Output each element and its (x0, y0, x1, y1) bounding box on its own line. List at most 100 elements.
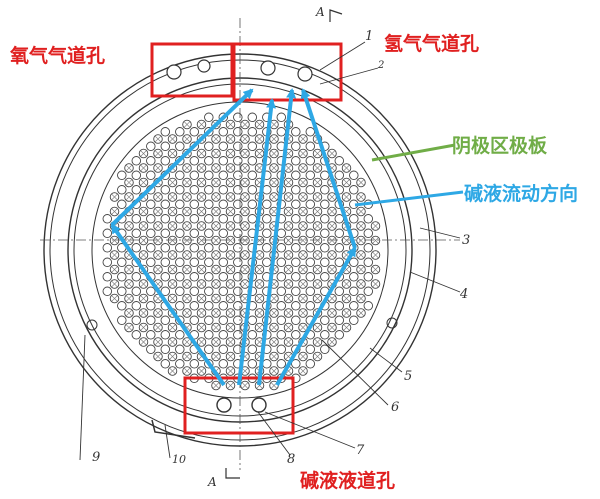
electrode-hole-cross (343, 237, 350, 244)
electrode-hole-cross (154, 164, 162, 172)
electrode-hole-cross (227, 222, 234, 230)
electrode-hole (189, 199, 200, 210)
electrode-hole-cross (285, 280, 292, 288)
electrode-hole (225, 119, 236, 130)
electrode-hole (167, 250, 178, 260)
electrode-hole-cross (314, 266, 321, 273)
electrode-hole-cross (270, 193, 278, 201)
electrode-hole (363, 286, 374, 297)
electrode-hole-cross (227, 382, 234, 389)
electrode-hole (305, 156, 316, 166)
electrode-hole (218, 286, 229, 297)
electrode-hole (320, 185, 330, 195)
electrode-hole-cross (169, 324, 176, 331)
electrode-hole (182, 279, 192, 289)
electrode-hole-cross (285, 237, 292, 244)
electrode-hole-cross (227, 309, 234, 317)
electrode-hole (305, 170, 316, 181)
electrode-hole (138, 293, 149, 304)
part-number-5: 5 (404, 369, 412, 384)
electrode-hole (349, 257, 359, 268)
electrode-hole (211, 177, 221, 188)
electrode-hole-cross (270, 338, 278, 346)
electrode-hole (189, 243, 200, 253)
electrode-hole (269, 163, 279, 173)
electrode-hole (370, 264, 381, 275)
electrode-hole (175, 170, 185, 181)
electrode-hole (196, 235, 207, 246)
electrode-hole (218, 127, 229, 137)
electrode-hole (189, 127, 200, 137)
electrode-hole (204, 156, 214, 166)
electrode-hole-cross (314, 222, 321, 230)
electrode-hole (305, 141, 316, 152)
electrode-hole (211, 337, 221, 347)
electrode-hole (189, 315, 200, 326)
alkali-hole-1 (216, 397, 232, 413)
electrode-hole (349, 214, 359, 224)
electrode-hole (204, 315, 214, 326)
electrode-hole (233, 199, 243, 210)
electrode-hole (146, 243, 156, 253)
electrode-hole (305, 185, 316, 195)
electrode-hole-cross (256, 251, 263, 259)
electrode-hole (320, 344, 330, 355)
electrode-hole-cross (270, 353, 278, 360)
electrode-hole (131, 228, 142, 239)
electrode-hole (146, 199, 156, 210)
electrode-hole (146, 257, 156, 268)
flow-pointer-line (354, 190, 464, 207)
electrode-hole (225, 322, 236, 333)
electrode-hole (196, 308, 207, 318)
electrode-hole-cross (256, 280, 263, 288)
electrode-hole (298, 163, 308, 173)
electrode-hole-cross (241, 222, 249, 230)
electrode-hole-cross (256, 309, 263, 317)
electrode-hole (117, 286, 127, 297)
electrode-hole (138, 206, 149, 217)
electrode-hole (167, 351, 178, 362)
electrode-hole (160, 127, 171, 137)
electrode-hole (196, 250, 207, 260)
electrode-hole-cross (183, 135, 191, 143)
electrode-hole-cross (314, 208, 321, 215)
electrode-hole-cross (212, 338, 220, 346)
electrode-hole (175, 272, 185, 282)
electrode-hole-cross (169, 208, 176, 215)
electrode-hole (146, 228, 156, 239)
electrode-hole (131, 170, 142, 181)
electrode-hole (218, 359, 229, 369)
electrode-hole (269, 322, 279, 333)
electrode-hole-cross (140, 338, 147, 346)
electrode-hole-cross (212, 324, 220, 331)
electrode-hole-cross (169, 280, 176, 288)
electrode-hole (298, 366, 308, 376)
electrode-hole (312, 351, 323, 362)
electrode-hole-cross (198, 179, 205, 186)
electrode-hole-cross (256, 150, 263, 157)
electrode-hole (117, 185, 127, 195)
electrode-hole-cross (241, 121, 249, 128)
electrode-hole-cross (285, 193, 292, 201)
electrode-hole-cross (125, 222, 133, 230)
electrode-hole-cross (357, 193, 365, 201)
electrode-hole (102, 257, 113, 268)
electrode-hole (225, 235, 236, 246)
electrode-hole (320, 199, 330, 210)
electrode-hole (283, 308, 294, 318)
electrode-hole (298, 322, 308, 333)
electrode-hole-cross (285, 295, 292, 302)
electrode-hole (153, 322, 163, 333)
electrode-hole (312, 337, 323, 347)
electrode-hole (225, 293, 236, 304)
electrode-hole (153, 134, 163, 144)
part-number-3: 3 (462, 233, 470, 248)
electrode-hole-cross (111, 208, 118, 215)
electrode-hole (240, 380, 250, 391)
electrode-hole (160, 228, 171, 239)
electrode-hole (240, 192, 250, 202)
electrode-hole (124, 192, 134, 202)
part-number-7: 7 (356, 443, 365, 458)
electrode-hole (175, 185, 185, 195)
electrode-hole-cross (227, 266, 234, 273)
